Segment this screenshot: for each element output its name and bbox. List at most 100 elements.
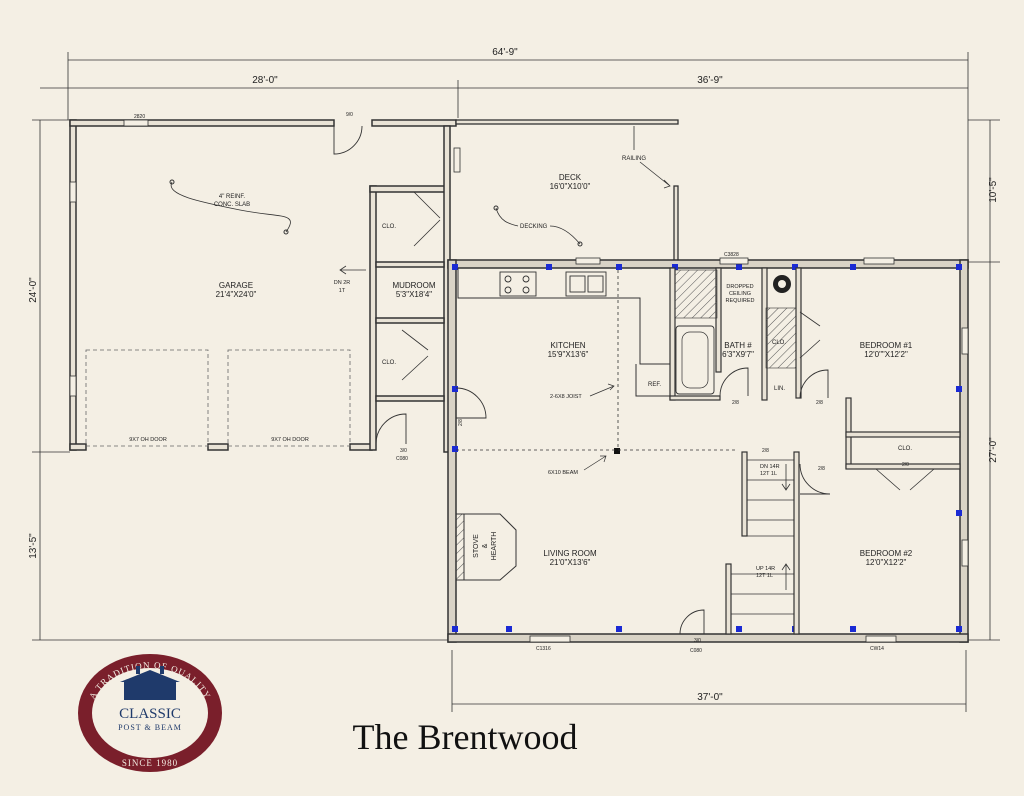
- bedroom-2-closet-label: 2/0: [902, 462, 909, 468]
- living-room-size: 21'0"X13'6": [550, 558, 591, 567]
- front-door-label: 3/0: [694, 638, 701, 644]
- window-label-c1316: C1316: [536, 646, 551, 652]
- stair-treads: [731, 459, 794, 615]
- deck-size: 16'0"X10'0": [550, 182, 591, 191]
- joist-label: 2-6X8 JOIST: [550, 394, 582, 400]
- garage-step-arrow: [339, 265, 366, 275]
- kitchen-door-label: 2/8: [458, 419, 464, 426]
- mudroom-door-label-2: C080: [396, 456, 408, 462]
- stairs-down-tread: 12T 1L: [760, 471, 777, 477]
- house-width-top-label: 36'-9": [697, 75, 723, 86]
- bedroom-2-door-label: 2/8: [818, 466, 825, 472]
- garage-step-label: DN 2R: [334, 280, 351, 286]
- bedroom-1-closet-doors: [799, 311, 821, 359]
- stairs-up-tread: 12T 1L: [756, 573, 773, 579]
- garage-door-label: 9/0: [346, 112, 353, 118]
- front-door-swing: [679, 609, 705, 635]
- bedroom-1-walls: [795, 267, 961, 470]
- kitchen-sink: [565, 271, 607, 297]
- mudroom-door-swing: [375, 413, 407, 445]
- garage-name: GARAGE: [219, 281, 253, 290]
- left-height-upper-label: 24'-0": [28, 277, 39, 303]
- mudroom-size: 5'3"X18'4": [396, 290, 432, 299]
- stove-hearth: [455, 513, 517, 581]
- bedroom-2-size: 12'0"X12'2": [866, 558, 907, 567]
- garage-entry-door-swing: [333, 125, 363, 155]
- logo-name-line2: POST & BEAM: [118, 723, 182, 732]
- mudroom-name: MUDROOM: [392, 281, 435, 290]
- dropped-ceiling-note-1: DROPPED: [726, 284, 753, 290]
- bath-tub-basin: [681, 331, 709, 389]
- railing-leader: [633, 126, 671, 189]
- house-width-bottom-label: 37'-0": [697, 692, 723, 703]
- bedroom-1-door-swing: [799, 369, 829, 399]
- bedroom-1-size: 12'0""X12'2": [864, 350, 908, 359]
- garage-window-label: 2820: [134, 114, 145, 120]
- kitchen-counters: [457, 268, 672, 397]
- mudroom-door-label: 3/0: [400, 448, 407, 454]
- left-height-lower-label: 13'-5": [28, 533, 39, 559]
- garage-overhead-doors: [85, 349, 351, 447]
- mudroom-closet-doors: [401, 191, 441, 381]
- bedroom-2-name: BEDROOM #2: [860, 549, 913, 558]
- garage-slab-leader: [170, 181, 291, 233]
- bedroom-1-closet-label: CLO.: [898, 446, 912, 452]
- dropped-ceiling-note-2: CEILING: [729, 291, 751, 297]
- hearth-label: HEARTH: [491, 532, 498, 561]
- joist-leader: [589, 383, 615, 397]
- garage-width-label: 28'-0": [252, 75, 278, 86]
- slab-note-line2: CONC. SLAB: [214, 202, 250, 208]
- bath-closet-hatch: [765, 307, 797, 369]
- deck-railing: [455, 119, 679, 265]
- bath-tub: [675, 325, 715, 395]
- window-label-cw14: CW14: [870, 646, 884, 652]
- linen-label: LIN.: [774, 386, 785, 392]
- decking-leader-dot: [577, 241, 583, 247]
- beam-leader: [583, 455, 607, 471]
- ref-label: REF.: [648, 382, 661, 388]
- mudroom-closet-2-label: CLO.: [382, 360, 396, 366]
- dropped-ceiling-note-3: REQUIRED: [725, 298, 754, 304]
- logo-bottom-text: SINCE 1980: [122, 758, 178, 768]
- bath-door-label: 2/8: [732, 400, 739, 406]
- stove-label: STOVE: [473, 534, 480, 558]
- kitchen-beam-lines: [456, 270, 736, 451]
- railing-label: RAILING: [622, 156, 646, 162]
- hearth-amp-label: &: [482, 543, 489, 548]
- oh-door-2-label: 9X7 OH DOOR: [271, 437, 309, 443]
- front-door-label-2: C080: [690, 648, 702, 654]
- kitchen-door-swing: [455, 387, 487, 419]
- windows: [69, 119, 969, 643]
- oh-door-1-label: 9X7 OH DOOR: [129, 437, 167, 443]
- house-posts: [452, 264, 962, 632]
- stairs-down-label: DN 14R: [760, 464, 780, 470]
- plan-title: The Brentwood: [352, 717, 578, 757]
- stair-door-label: 2/8: [762, 448, 769, 454]
- bath-size: 6'3"X9'7": [722, 350, 754, 359]
- decking-leader: [495, 207, 581, 245]
- window-label-c3828: C3828: [724, 252, 739, 258]
- bath-door-swing: [719, 367, 749, 397]
- logo-inner-field: [92, 668, 208, 758]
- stairs-up-label: UP 14R: [756, 566, 775, 572]
- bedroom-2-closet-doors: [875, 468, 935, 491]
- mudroom-walls: [369, 125, 451, 453]
- bedroom-2-door-swing: [799, 463, 831, 495]
- bath-walls: [669, 267, 768, 401]
- decking-leader-dot: [493, 205, 499, 211]
- kitchen-size: 15'9"X13'6": [548, 350, 589, 359]
- stair-walls: [725, 451, 800, 635]
- beam-label: 6X10 BEAM: [548, 470, 578, 476]
- logo-name-line1: CLASSIC: [119, 706, 181, 722]
- bath-closet-label: CLO.: [772, 340, 786, 346]
- stair-up-arrow: [781, 563, 791, 590]
- bath-name: BATH #: [724, 341, 752, 350]
- mudroom-closet-1-label: CLO.: [382, 224, 396, 230]
- kitchen-name: KITCHEN: [550, 341, 585, 350]
- slab-leader-dot: [169, 179, 175, 185]
- right-height-lower-label: 27'-0": [988, 437, 999, 463]
- right-height-upper-label: 10'-5": [988, 177, 999, 203]
- kitchen-range: [499, 271, 537, 297]
